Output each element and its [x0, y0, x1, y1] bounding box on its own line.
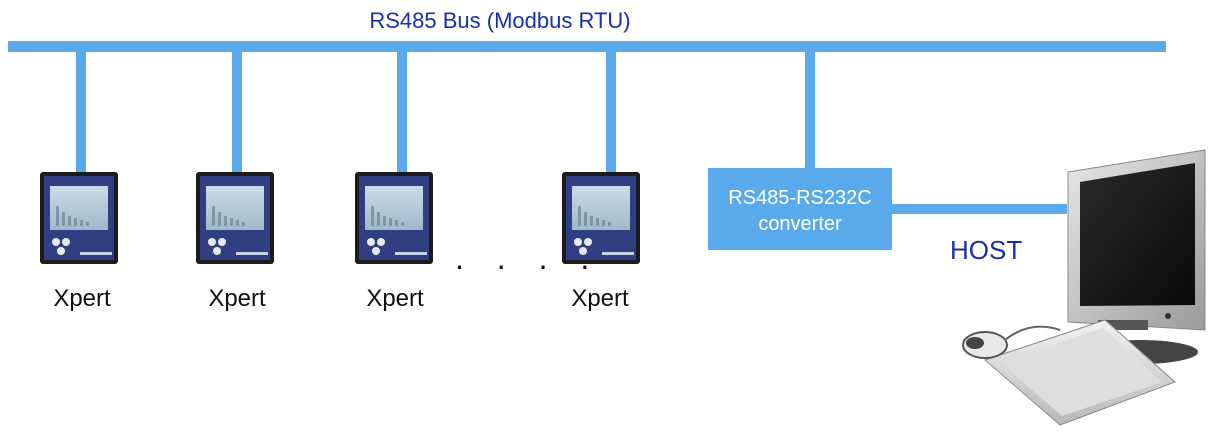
- device-label-4: Xpert: [571, 285, 629, 312]
- host-label: HOST: [950, 235, 1023, 265]
- converter-host-line: [892, 204, 1067, 214]
- more-devices-ellipsis: . . . .: [455, 240, 602, 276]
- converter-label-line1: RS485-RS232C: [728, 187, 872, 209]
- power-meter-icon-3: [355, 172, 433, 264]
- rs485-bus-line: [8, 41, 1166, 52]
- bus-drop-1: [76, 52, 86, 174]
- bus-drop-3: [397, 52, 407, 174]
- keyboard-icon: [984, 319, 1176, 426]
- device-label-2: Xpert: [208, 285, 266, 312]
- power-meter-icon-2: [196, 172, 274, 264]
- converter-box: [708, 168, 892, 250]
- bus-drop-2: [232, 52, 242, 174]
- converter-label-line2: converter: [758, 213, 842, 235]
- bus-drop-4: [606, 52, 616, 174]
- converter-label: RS485-RS232C converter: [708, 185, 892, 237]
- device-label-3: Xpert: [366, 285, 424, 312]
- bus-title: RS485 Bus (Modbus RTU): [369, 8, 631, 33]
- device-label-1: Xpert: [53, 285, 111, 312]
- bus-drop-converter: [805, 52, 815, 170]
- mouse-icon: [962, 325, 1061, 359]
- power-meter-icon-4: [562, 172, 640, 264]
- power-meter-icon-1: [40, 172, 118, 264]
